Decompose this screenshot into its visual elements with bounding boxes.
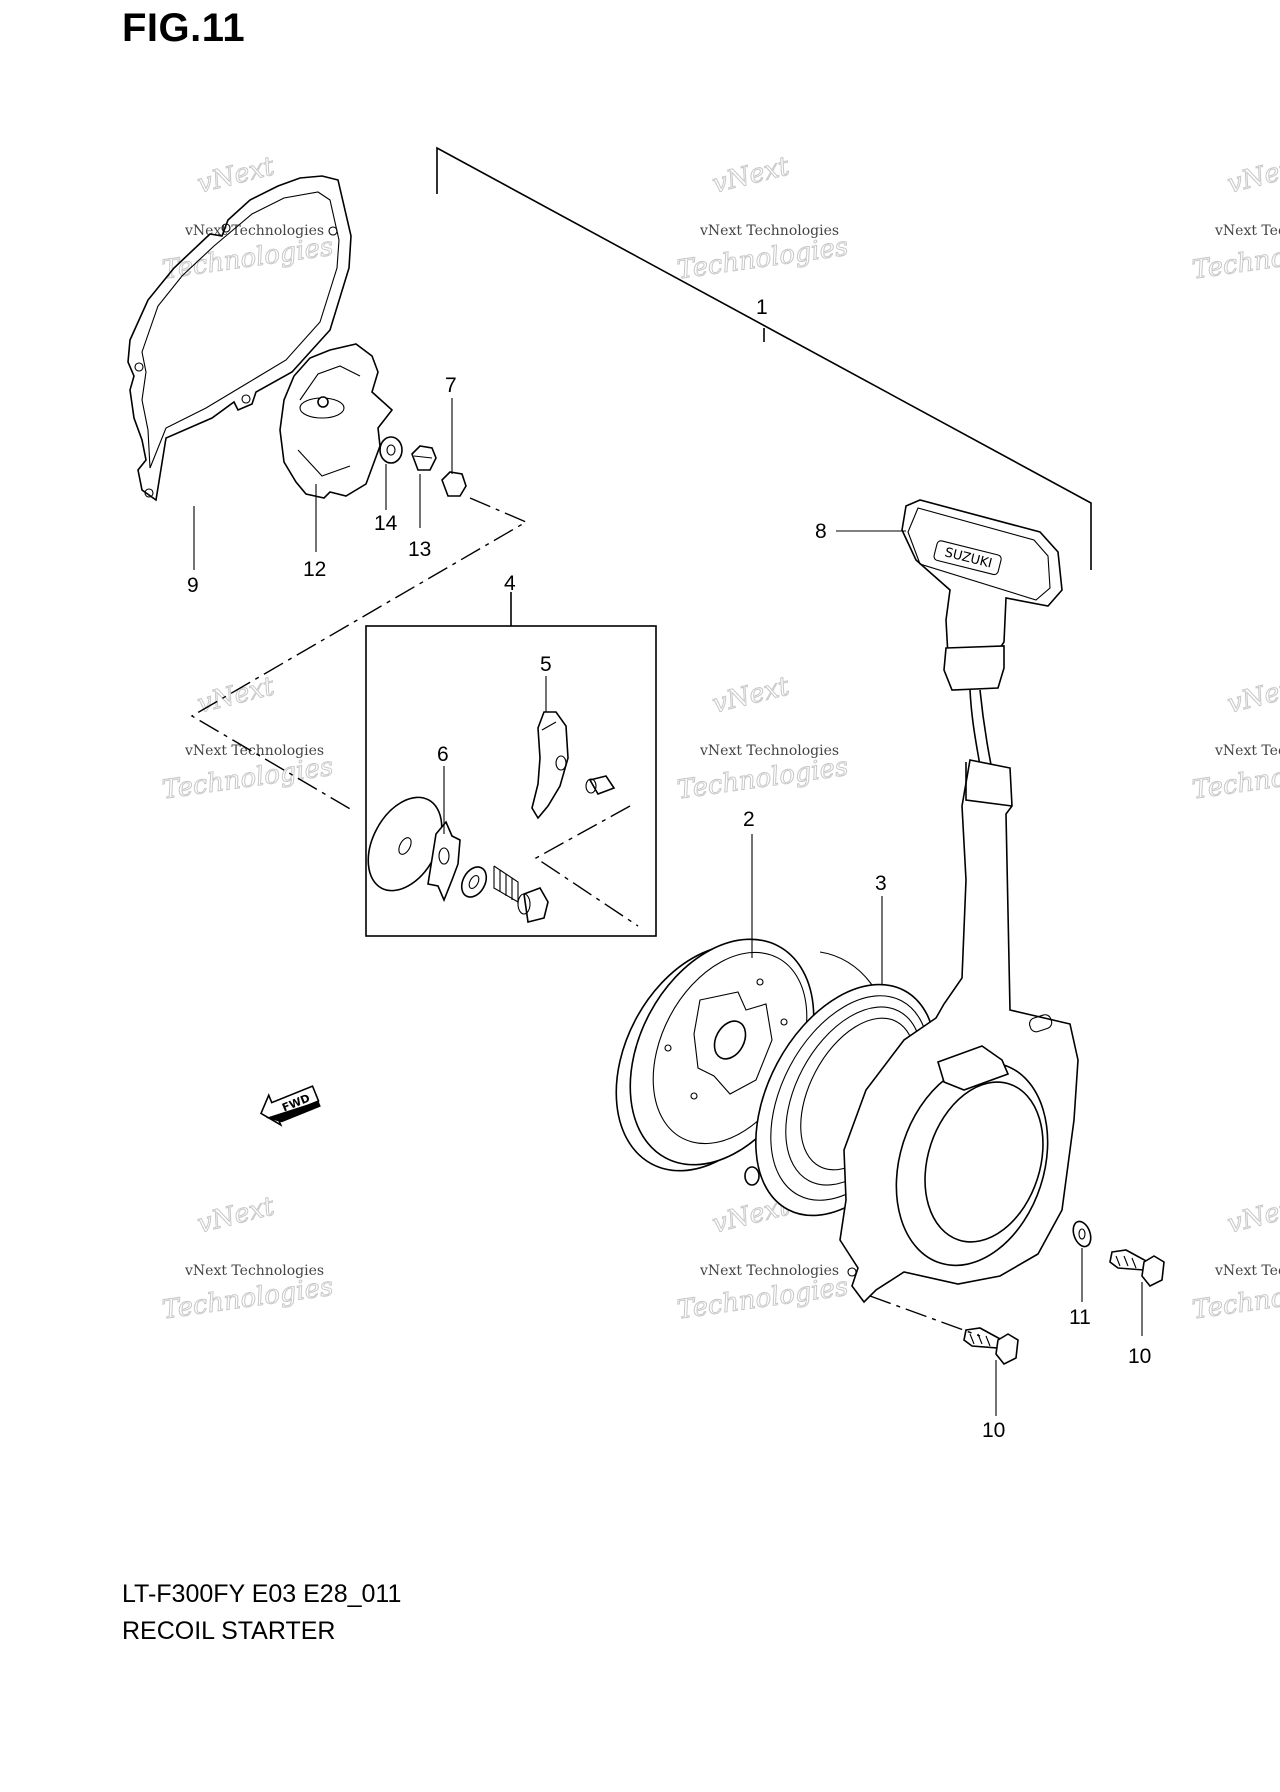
callout-7: 7: [445, 374, 457, 397]
callout-9: 9: [187, 574, 199, 597]
callout-12: 12: [303, 558, 326, 581]
washer-part-14: [379, 436, 403, 464]
callout-3: 3: [875, 872, 887, 895]
nut-part-7: [441, 471, 467, 497]
pawl-kit-box-part-4: [365, 592, 657, 937]
callout-14: 14: [374, 512, 398, 535]
watermark: vNext vNext Technologies Technologies: [1190, 1191, 1280, 1326]
starter-cup-part-12: [279, 343, 394, 499]
callout-5: 5: [540, 653, 552, 676]
watermark-logo-text: vNext: [194, 1191, 277, 1239]
watermark-text: vNext Technologies: [1214, 743, 1280, 759]
callout-10: 10: [982, 1419, 1005, 1442]
watermark-logo-text: Technologies: [1190, 232, 1280, 286]
watermark-logo-text: vNext: [1224, 151, 1280, 199]
watermark: vNext vNext Technologies Technologies: [1190, 151, 1280, 286]
watermark-logo-text: vNext: [194, 671, 277, 719]
watermark-logo-text: Technologies: [160, 1272, 335, 1326]
watermark-logo-text: vNext: [709, 151, 792, 199]
watermark-text: vNext Technologies: [184, 743, 324, 759]
callout-labels: 1 2 3 4 5 6 7 8 9 10 10 11 12 13 14: [187, 296, 1151, 1442]
pawl-part-5: [531, 711, 569, 820]
alignment-lines: [190, 497, 639, 927]
friction-washer: [460, 866, 488, 898]
watermark-logo-text: Technologies: [160, 752, 335, 806]
starter-case: [839, 759, 1079, 1304]
watermark-logo-text: Technologies: [675, 1272, 850, 1326]
grip-handle-part-8: SUZUKI: [901, 499, 1063, 691]
watermark-logo-text: vNext: [1224, 671, 1280, 719]
section-name: RECOIL STARTER: [122, 1617, 336, 1645]
assembly-bracket-1: [436, 146, 1092, 570]
watermark: vNext vNext Technologies Technologies: [1190, 671, 1280, 806]
callout-4: 4: [504, 572, 516, 595]
callout-2: 2: [743, 808, 755, 831]
watermark-text: vNext Technologies: [184, 1263, 324, 1279]
watermark: vNext vNext Technologies Technologies: [675, 151, 851, 286]
friction-spring: [493, 865, 519, 904]
watermark-logo-text: vNext: [1224, 1191, 1280, 1239]
callout-1: 1: [756, 296, 768, 319]
gasket-part-9: [127, 175, 352, 502]
friction-plate-part-6: [367, 796, 461, 903]
watermark-logo-text: vNext: [709, 671, 792, 719]
watermark-logo-text: Technologies: [675, 752, 850, 806]
callout-10: 10: [1128, 1345, 1151, 1368]
figure-title: FIG.11: [122, 6, 246, 50]
pawl-pin: [585, 775, 616, 795]
callout-13: 13: [408, 538, 431, 561]
bolt-alignment-line: [869, 1295, 981, 1337]
model-code: LT-F300FY E03 E28_011: [122, 1580, 402, 1608]
bolt-part-10-bottom: [963, 1327, 1019, 1366]
watermark-text: vNext Technologies: [1214, 1263, 1280, 1279]
watermark: vNext vNext Technologies Technologies: [160, 1191, 336, 1326]
leader-lines: [193, 398, 1143, 1416]
watermark-logo-text: Technologies: [160, 232, 335, 286]
watermark-text: vNext Technologies: [699, 743, 839, 759]
watermark-text: vNext Technologies: [699, 1263, 839, 1279]
callout-8: 8: [815, 520, 827, 543]
watermark-logo-text: Technologies: [1190, 752, 1280, 806]
watermark-logo-text: Technologies: [1190, 1272, 1280, 1326]
watermark: vNext vNext Technologies Technologies: [675, 671, 851, 806]
watermark-text: vNext Technologies: [699, 223, 839, 239]
spacer-part-13: [411, 445, 437, 471]
watermark-text: vNext Technologies: [1214, 223, 1280, 239]
callout-11: 11: [1069, 1306, 1091, 1329]
washer-part-11: [1072, 1220, 1092, 1248]
bolt-part-10-right: [1109, 1249, 1165, 1288]
watermark: vNext vNext Technologies Technologies: [160, 151, 336, 286]
callout-6: 6: [437, 743, 449, 766]
fwd-arrow-icon: FWD: [259, 1085, 321, 1127]
spring-cap: [517, 887, 549, 923]
watermark-logo-text: Technologies: [675, 232, 850, 286]
